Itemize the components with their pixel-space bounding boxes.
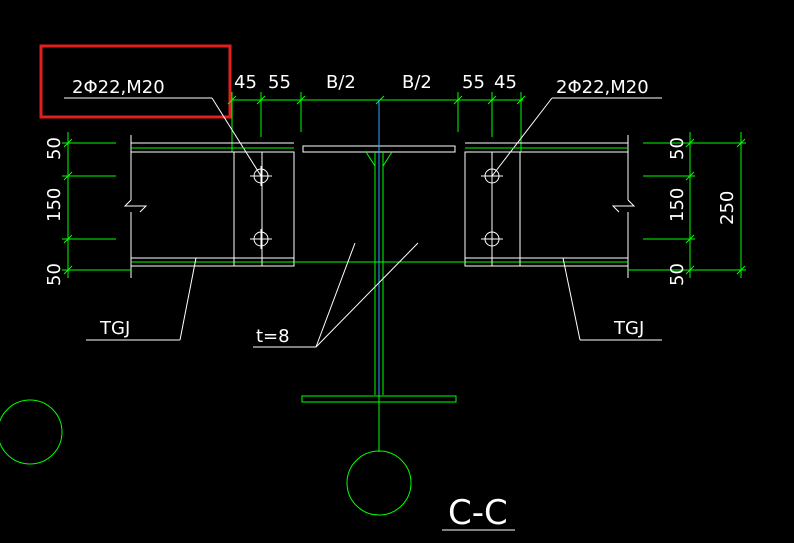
bolt-holes	[250, 166, 503, 249]
thickness-leader	[253, 242, 419, 348]
dim-left-50-top: 50	[44, 137, 65, 160]
dim-45-left: 45	[234, 72, 257, 93]
dim-right-50-bottom: 50	[667, 263, 688, 286]
highlight-box	[39, 44, 232, 119]
left-dimension-chain	[62, 132, 131, 278]
bolt-leader-left	[64, 97, 262, 177]
dim-right-50-top: 50	[667, 137, 688, 160]
bolt-spec-left: 2Φ22,M20	[72, 77, 165, 98]
grid-bubble-left	[0, 399, 63, 465]
dim-b2-right: B/2	[402, 72, 432, 93]
dim-55-right: 55	[462, 72, 485, 93]
dim-b2-left: B/2	[326, 72, 356, 93]
section-label: C-C	[448, 493, 508, 533]
tgj-label-right: TGJ	[613, 318, 644, 339]
right-dimension-chain	[628, 132, 746, 278]
tgj-label-left: TGJ	[99, 318, 130, 339]
beam-left	[123, 135, 294, 278]
beam-right	[465, 135, 636, 278]
dim-55-left: 55	[268, 72, 291, 93]
center-stem	[365, 100, 393, 452]
grid-bubble-center	[346, 450, 412, 516]
bottom-flange-plate	[301, 395, 457, 403]
tgj-leader-right	[562, 257, 662, 341]
dim-right-250: 250	[717, 191, 738, 225]
bolt-leader-right	[491, 97, 662, 177]
tgj-leader-left	[86, 257, 197, 341]
connection-plate-left	[233, 151, 295, 267]
dim-45-right: 45	[494, 72, 517, 93]
top-dimension-chain	[227, 92, 526, 152]
dim-left-50-bottom: 50	[44, 263, 65, 286]
dim-right-150: 150	[667, 188, 688, 222]
bolt-spec-right: 2Φ22,M20	[556, 77, 649, 98]
dim-left-150: 150	[44, 188, 65, 222]
thickness-label: t=8	[256, 326, 290, 347]
